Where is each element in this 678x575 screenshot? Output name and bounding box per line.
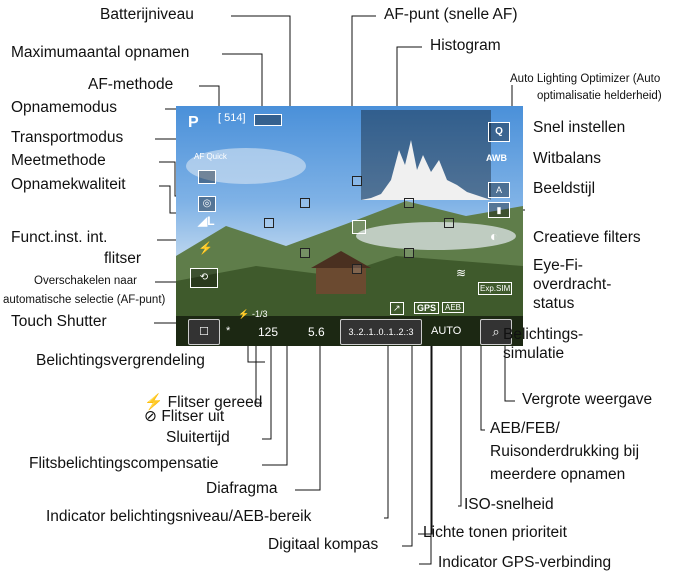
- af-point[interactable]: [444, 218, 454, 228]
- af-point[interactable]: [264, 218, 274, 228]
- white-balance-value[interactable]: AWB: [486, 153, 507, 163]
- af-point[interactable]: [404, 198, 414, 208]
- label-meetmethode: Meetmethode: [11, 152, 106, 170]
- shooting-mode-value: P: [188, 114, 199, 132]
- image-quality-icon[interactable]: ◢L: [198, 214, 215, 228]
- label-indicator-belichting: Indicator belichtingsniveau/AEB-bereik: [46, 508, 311, 526]
- label-opnamekwaliteit: Opnamekwaliteit: [11, 176, 126, 194]
- label-eyefi-3: status: [533, 295, 574, 313]
- label-batterijniveau: Batterijniveau: [100, 6, 194, 24]
- alo-icon[interactable]: ▮: [488, 202, 510, 218]
- exposure-level-scale: 3..2..1..0..1..2.:3: [340, 319, 422, 345]
- label-snel-instellen: Snel instellen: [533, 119, 625, 137]
- ae-lock-indicator: *: [226, 325, 230, 337]
- flash-ready-icon: ⚡: [238, 309, 249, 320]
- label-witbalans: Witbalans: [533, 150, 601, 168]
- af-point[interactable]: [352, 176, 362, 186]
- label-aeb-1: AEB/FEB/: [490, 420, 560, 438]
- histogram-chart: [361, 110, 491, 200]
- flash-comp-value: -1/3: [252, 309, 268, 319]
- camera-live-view-screen: P [ 514] AF Quick ◎ ◢L ⚡ ⟲ Q AWB A ▮ ◐ ≋…: [176, 106, 523, 346]
- label-flitser-uit-text: Flitser uit: [161, 408, 224, 425]
- af-point[interactable]: [300, 198, 310, 208]
- creative-filters-icon[interactable]: ◐: [490, 228, 498, 244]
- af-point-selected[interactable]: [352, 220, 366, 234]
- af-method-value: AF Quick: [194, 152, 227, 161]
- label-belichtingssimulatie-1: Belichtings-: [503, 326, 583, 344]
- label-af-punt: AF-punt (snelle AF): [384, 6, 518, 24]
- label-vergrote-weergave: Vergrote weergave: [522, 391, 652, 409]
- aeb-indicator: AEB: [442, 302, 464, 313]
- label-touch-shutter: Touch Shutter: [11, 313, 107, 331]
- eyefi-status-icon: ≋: [456, 266, 466, 280]
- picture-style-value[interactable]: A: [488, 182, 510, 198]
- label-sluitertijd: Sluitertijd: [166, 429, 230, 447]
- label-flitsbelichtingscompensatie: Flitsbelichtingscompensatie: [29, 455, 219, 473]
- quick-control-button[interactable]: Q: [488, 122, 510, 142]
- label-opnamemodus: Opnamemodus: [11, 99, 117, 117]
- flash-settings-icon[interactable]: ⚡: [198, 241, 213, 255]
- battery-icon: [254, 114, 282, 126]
- label-beeldstijl: Beeldstijl: [533, 180, 595, 198]
- label-eyefi-1: Eye-Fi-: [533, 257, 583, 275]
- label-aeb-3: meerdere opnamen: [490, 466, 625, 484]
- aperture-value: 5.6: [308, 325, 325, 339]
- label-alo-2: optimalisatie helderheid): [537, 90, 662, 102]
- shutter-speed-value: 125: [258, 325, 278, 339]
- label-eyefi-2: overdracht-: [533, 276, 611, 294]
- label-overschakelen-1: Overschakelen naar: [34, 275, 137, 287]
- af-point[interactable]: [300, 248, 310, 258]
- label-af-methode: AF-methode: [88, 76, 173, 94]
- label-lichte-tonen: Lichte tonen prioriteit: [423, 524, 567, 542]
- label-transportmodus: Transportmodus: [11, 129, 123, 147]
- label-overschakelen-2: automatische selectie (AF-punt): [3, 294, 165, 306]
- drive-mode-icon[interactable]: [198, 170, 216, 184]
- label-max-opnamen: Maximumaantal opnamen: [11, 44, 189, 62]
- metering-mode-icon[interactable]: ◎: [198, 196, 216, 212]
- label-diafragma: Diafragma: [206, 480, 278, 498]
- iso-value: AUTO: [431, 325, 461, 337]
- digital-compass-icon: ↗: [390, 302, 404, 315]
- label-aeb-2: Ruisonderdrukking bij: [490, 443, 639, 461]
- af-point[interactable]: [352, 264, 362, 274]
- label-flitser-uit: ⊘ Flitser uit: [144, 407, 224, 426]
- af-point-auto-select-button[interactable]: ⟲: [190, 268, 218, 288]
- label-gps-verbinding: Indicator GPS-verbinding: [438, 554, 611, 572]
- label-funct-inst-2: flitser: [104, 250, 141, 268]
- max-shots-value: [ 514]: [218, 112, 246, 124]
- label-belichtingssimulatie-2: simulatie: [503, 345, 564, 363]
- label-alo-1: Auto Lighting Optimizer (Auto: [510, 73, 660, 85]
- gps-indicator: GPS: [414, 302, 439, 314]
- label-histogram: Histogram: [430, 37, 501, 55]
- flash-off-icon: ⊘: [144, 408, 157, 425]
- label-funct-inst-1: Funct.inst. int.: [11, 229, 107, 247]
- exposure-simulation-value: Exp.SIM: [478, 282, 512, 295]
- label-creatieve-filters: Creatieve filters: [533, 229, 641, 247]
- label-digitaal-kompas: Digitaal kompas: [268, 536, 378, 554]
- af-point[interactable]: [404, 248, 414, 258]
- label-iso-snelheid: ISO-snelheid: [464, 496, 554, 514]
- touch-shutter-button[interactable]: ☐: [188, 319, 220, 345]
- label-belichtingsvergrendeling: Belichtingsvergrendeling: [36, 352, 205, 370]
